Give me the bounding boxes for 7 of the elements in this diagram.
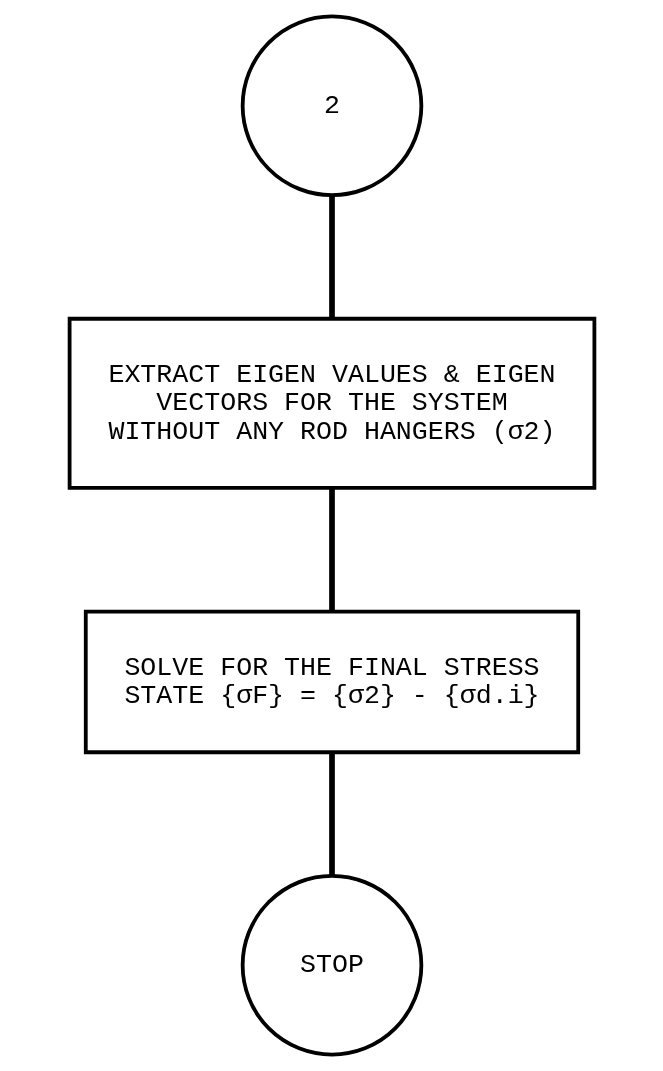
node-box: EXTRACT EIGEN VALUES & EIGEN VECTORS FOR THE SYSTEM WITHOUT ANY ROD HANGERS (σ2): [67, 316, 596, 490]
connector: [328, 195, 335, 319]
connector: [328, 488, 335, 611]
node-circle: STOP: [240, 873, 423, 1057]
node-box: SOLVE FOR THE FINAL STRESS STATE {σF} = {σ2} - {σd.i}: [83, 609, 580, 755]
connector: [328, 752, 335, 876]
node-circle: 2: [240, 14, 423, 198]
